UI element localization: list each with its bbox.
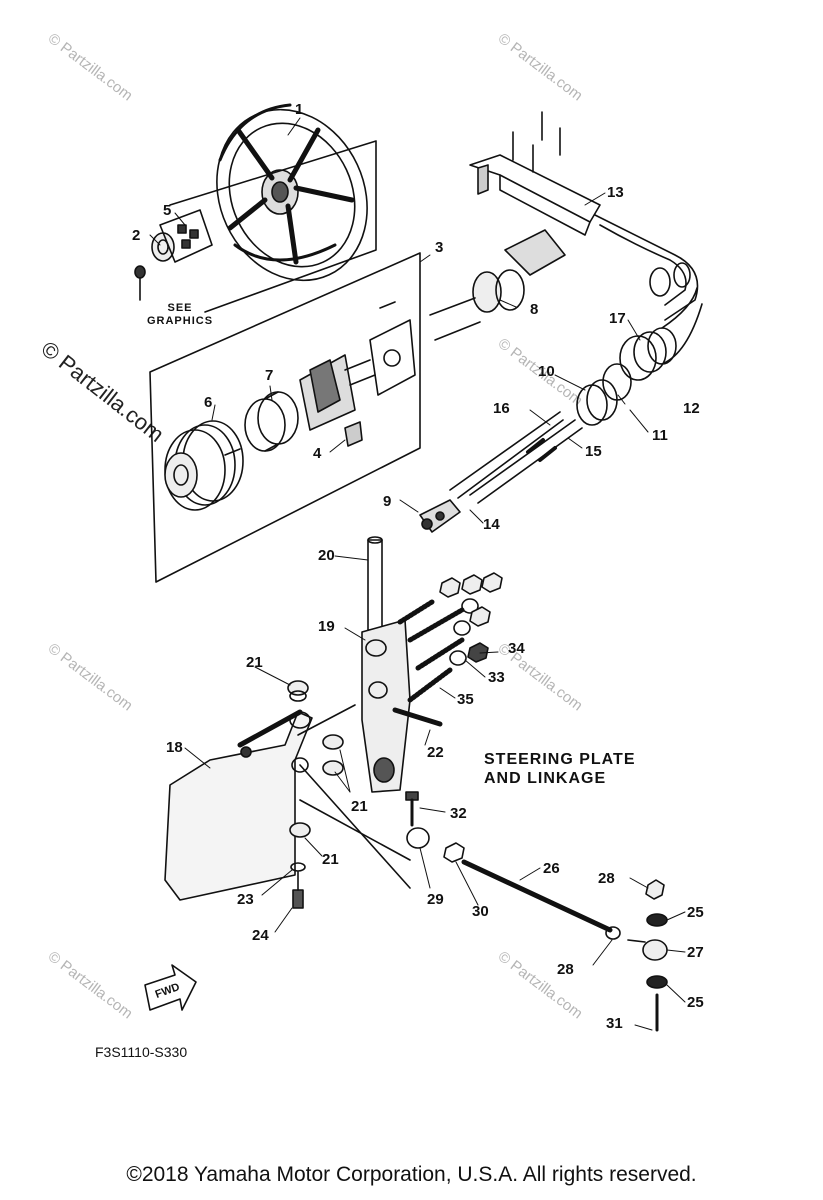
- washer: [290, 862, 306, 872]
- callout-label: 22: [427, 744, 444, 761]
- callout-label: 24: [252, 927, 269, 944]
- helm-panel-outline: [149, 252, 421, 583]
- bushings: [287, 680, 344, 838]
- nuts-washers: [439, 572, 503, 666]
- bolt: [292, 871, 304, 909]
- section-title: STEERING PLATE: [484, 751, 636, 768]
- mount-bolts: [512, 111, 561, 173]
- nut: [443, 842, 465, 863]
- callout-label: 9: [383, 493, 392, 510]
- figure-code: F3S1110-S330: [95, 1044, 188, 1060]
- callout-label: 21: [351, 798, 368, 815]
- copyright-notice: ©2018 Yamaha Motor Corporation, U.S.A. A…: [126, 1163, 697, 1186]
- callout-label: 16: [493, 400, 510, 417]
- callout-label: 11: [652, 427, 668, 444]
- callout-label: 12: [683, 400, 700, 417]
- callout-label: 25: [687, 994, 704, 1011]
- mounting-ring: [244, 391, 299, 452]
- callout-label: 28: [557, 961, 574, 978]
- callout-label: 14: [483, 516, 500, 533]
- callout-label: 21: [322, 851, 339, 868]
- callout-label: 5: [163, 202, 172, 219]
- steering-cables: [449, 379, 618, 504]
- callout-label: 10: [538, 363, 555, 380]
- shaft: [367, 536, 383, 631]
- callout-label: 6: [204, 394, 213, 411]
- steering-arm: [361, 619, 411, 793]
- callout-label: 27: [687, 944, 704, 961]
- helm-unit: [299, 319, 416, 431]
- callout-label: 13: [607, 184, 624, 201]
- callout-label: 33: [488, 669, 505, 686]
- callout-label: 28: [598, 870, 615, 887]
- callout-label: 30: [472, 903, 489, 920]
- tie-rod: [461, 859, 621, 940]
- callout-label: 26: [543, 860, 560, 877]
- steering-plate: [164, 709, 313, 901]
- callout-label: 20: [318, 547, 335, 564]
- steering-wheel: [216, 103, 368, 282]
- callout-label: 25: [687, 904, 704, 921]
- bracket-mount: [429, 229, 566, 341]
- callout-label: 35: [457, 691, 474, 708]
- callout-label: 19: [318, 618, 335, 635]
- hub-nut-group: [134, 209, 213, 301]
- bolt: [405, 791, 419, 827]
- ball-joint: [406, 827, 430, 849]
- note-line: SEE: [167, 302, 193, 314]
- callout-label: 8: [530, 301, 539, 318]
- switch-box: [469, 154, 699, 321]
- callout-label: 23: [237, 891, 254, 908]
- callout-label: 34: [508, 640, 525, 657]
- rubber-boot: [619, 287, 703, 381]
- callout-label: 3: [435, 239, 444, 256]
- callout-label: 17: [609, 310, 626, 327]
- callout-label: 31: [606, 1015, 623, 1032]
- see-graphics-note: SEE GRAPHICS: [130, 302, 230, 328]
- springs: [397, 599, 465, 703]
- callout-label: 7: [265, 367, 274, 384]
- callout-label: 32: [450, 805, 467, 822]
- callout-label: 18: [166, 739, 183, 756]
- cable-end-connector: [419, 499, 461, 533]
- callout-label: 15: [585, 443, 602, 460]
- forward-arrow-icon: [144, 964, 197, 1011]
- pin: [392, 707, 443, 727]
- callout-label: 21: [246, 654, 263, 671]
- callout-label: 4: [313, 445, 322, 462]
- callout-label: 2: [132, 227, 141, 244]
- bracket: [344, 421, 363, 447]
- rod-end: [627, 879, 668, 1032]
- callout-label: 29: [427, 891, 444, 908]
- section-title: AND LINKAGE: [484, 770, 607, 787]
- callout-label: 1: [295, 101, 304, 118]
- bezel-ring: [164, 420, 244, 511]
- note-line: GRAPHICS: [146, 315, 214, 327]
